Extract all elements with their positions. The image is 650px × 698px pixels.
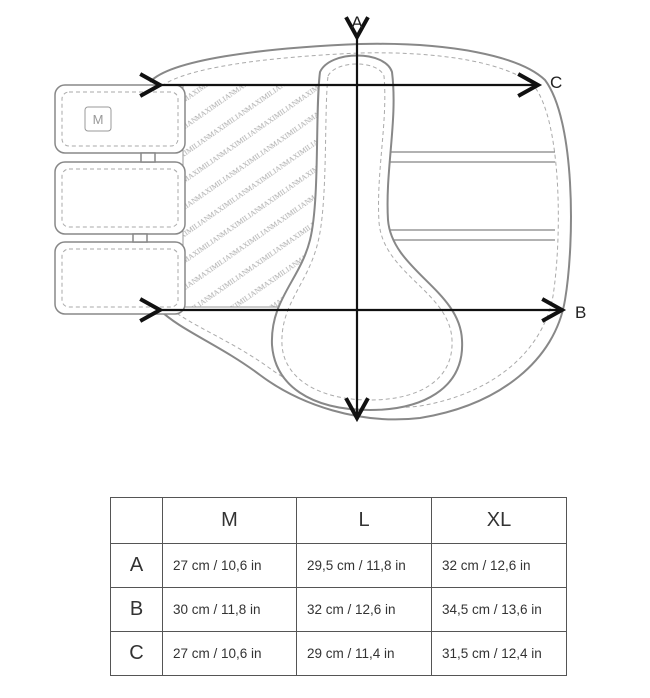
cell: 32 cm / 12,6 in bbox=[296, 587, 432, 632]
cell: 30 cm / 11,8 in bbox=[162, 587, 297, 632]
label-a: A bbox=[351, 13, 363, 32]
cell: 29 cm / 11,4 in bbox=[296, 631, 432, 676]
logo-badge: M bbox=[84, 106, 112, 132]
cell: 29,5 cm / 11,8 in bbox=[296, 543, 432, 588]
size-table: M L XL A 27 cm / 10,6 in 29,5 cm / 11,8 … bbox=[110, 497, 567, 676]
label-c: C bbox=[550, 73, 562, 92]
straps bbox=[54, 84, 186, 315]
cell: 34,5 cm / 13,6 in bbox=[431, 587, 567, 632]
header-m: M bbox=[162, 497, 297, 544]
table-row: B 30 cm / 11,8 in 32 cm / 12,6 in 34,5 c… bbox=[110, 587, 567, 632]
row-label: C bbox=[110, 631, 163, 676]
header-empty bbox=[110, 497, 163, 544]
header-l: L bbox=[296, 497, 432, 544]
header-xl: XL bbox=[431, 497, 567, 544]
logo-mark: M bbox=[93, 112, 104, 127]
cell: 27 cm / 10,6 in bbox=[162, 631, 297, 676]
row-label: B bbox=[110, 587, 163, 632]
cell: 27 cm / 10,6 in bbox=[162, 543, 297, 588]
measure-arrows bbox=[139, 16, 567, 423]
boot-diagram: MAXIMILIAN M A C B bbox=[54, 13, 586, 423]
table-row: A 27 cm / 10,6 in 29,5 cm / 11,8 in 32 c… bbox=[110, 543, 567, 588]
row-label: A bbox=[110, 543, 163, 588]
label-b: B bbox=[575, 303, 586, 322]
table-row: C 27 cm / 10,6 in 29 cm / 11,4 in 31,5 c… bbox=[110, 631, 567, 676]
cell: 32 cm / 12,6 in bbox=[431, 543, 567, 588]
boot-stripes bbox=[388, 151, 555, 241]
cell: 31,5 cm / 12,4 in bbox=[431, 631, 567, 676]
table-header-row: M L XL bbox=[110, 497, 567, 544]
